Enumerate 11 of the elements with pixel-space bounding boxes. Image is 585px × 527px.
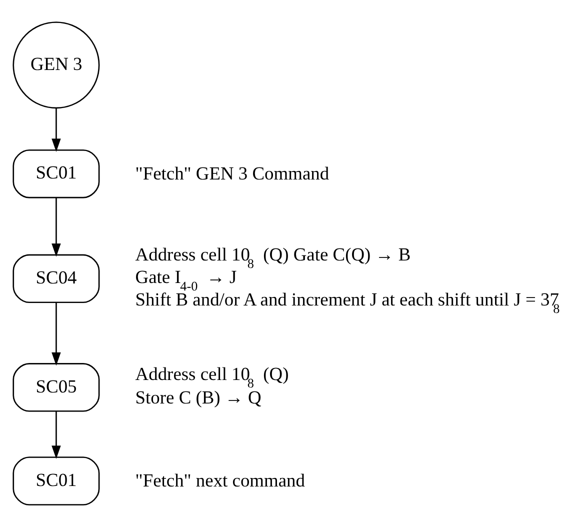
node-label: "Fetch" GEN 3 Command: [135, 163, 330, 184]
arrow: [52, 411, 61, 459]
node-circle: GEN 3: [12, 22, 100, 109]
arrow: [52, 198, 61, 257]
node-label: "Fetch" next command: [135, 470, 305, 491]
arrow: [52, 302, 61, 366]
node-box: SC01: [12, 149, 100, 198]
node-box: SC04: [12, 254, 100, 304]
arrow: [52, 108, 61, 152]
node-box: SC01: [12, 456, 100, 506]
node-box: SC05: [12, 363, 100, 412]
